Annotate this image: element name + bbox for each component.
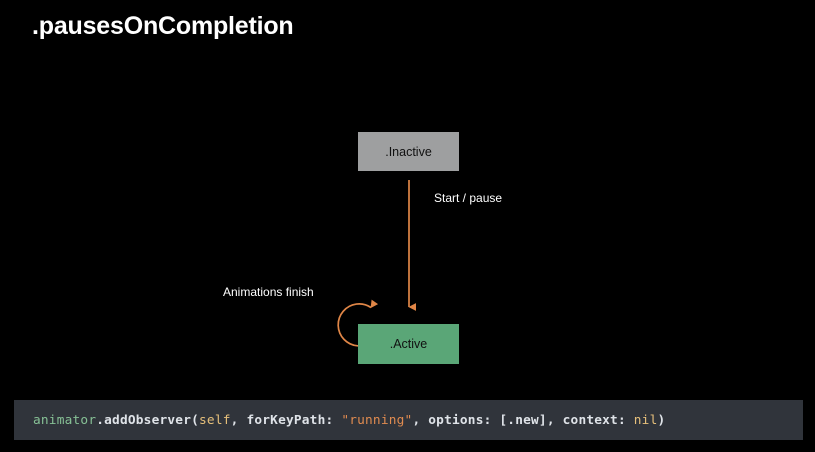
- code-snippet-bar: animator.addObserver(self, forKeyPath: "…: [14, 400, 803, 440]
- code-token-6: nil: [633, 412, 658, 428]
- state-node-active[interactable]: .Active: [358, 324, 459, 364]
- code-token-7: ): [657, 412, 666, 428]
- code-token-4: "running": [341, 412, 413, 428]
- code-token-1: .addObserver(: [96, 412, 200, 428]
- code-token-0: animator: [33, 412, 97, 428]
- state-node-active-label: .Active: [389, 337, 428, 351]
- edge-label-start-pause: Start / pause: [434, 191, 503, 205]
- state-node-inactive[interactable]: .Inactive: [358, 132, 459, 171]
- code-token-2: self: [199, 412, 231, 428]
- state-node-inactive-label: .Inactive: [385, 144, 432, 159]
- page-title: .pausesOnCompletion: [32, 12, 294, 40]
- code-token-3: , forKeyPath:: [230, 412, 342, 428]
- code-token-5: , options: [.new], context:: [412, 412, 634, 428]
- edge-label-animations-finish: Animations finish: [223, 285, 314, 299]
- code-snippet-line: animator.addObserver(self, forKeyPath: "…: [33, 413, 665, 428]
